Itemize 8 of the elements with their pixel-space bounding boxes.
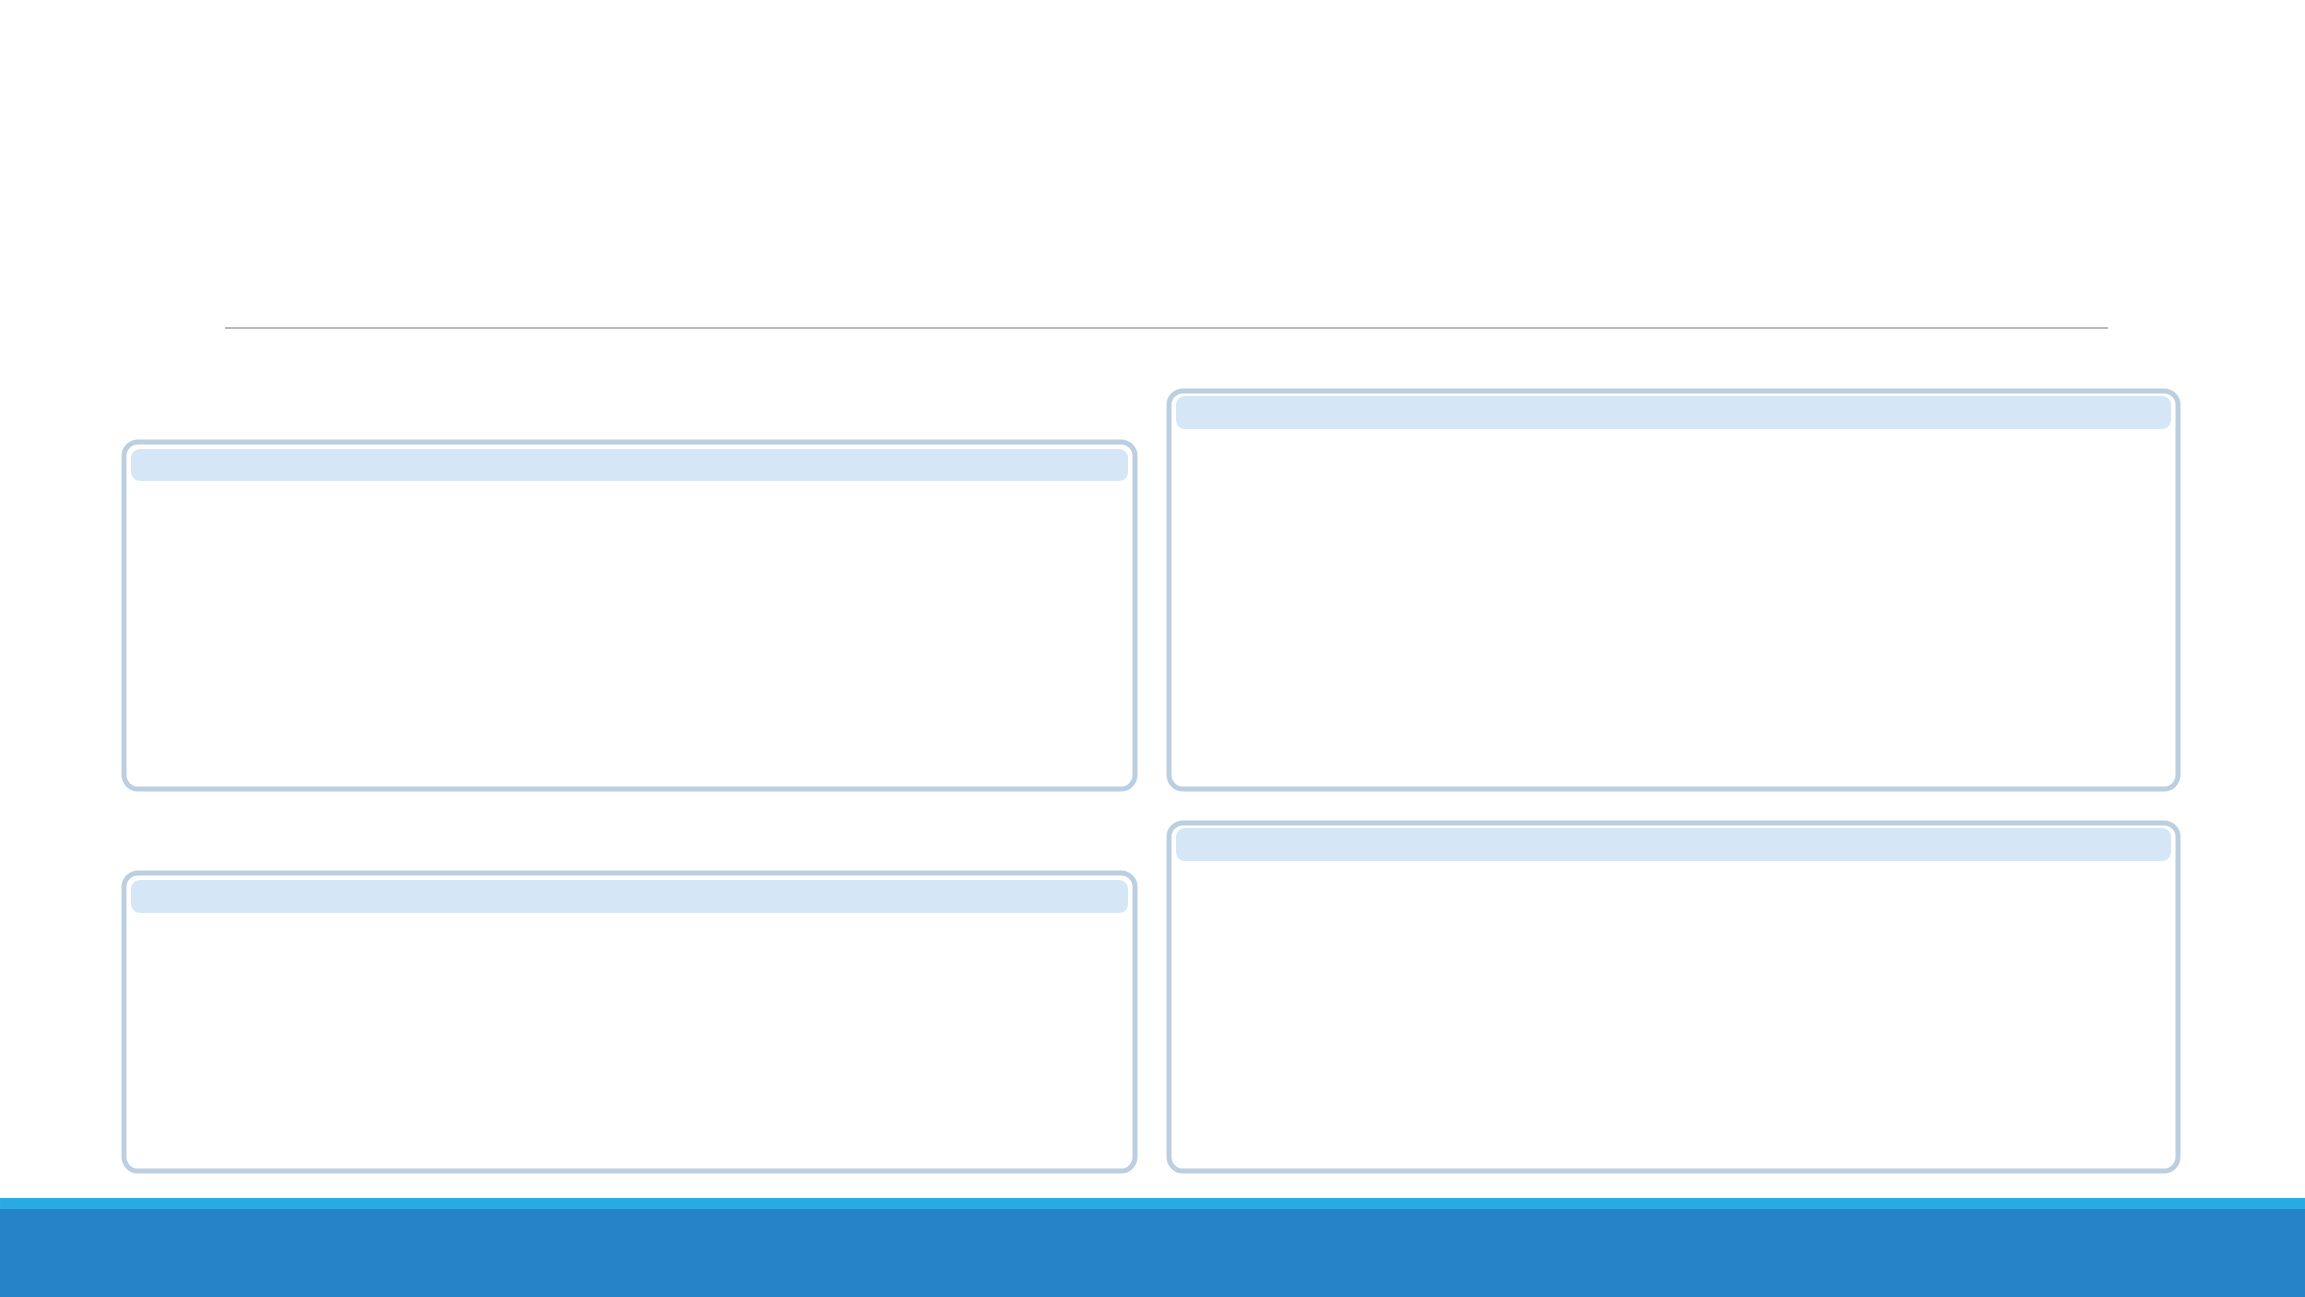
panel-header-bar (131, 880, 1128, 913)
panel-box (121, 439, 1138, 792)
panel-header-bar (1176, 396, 2171, 429)
panel-box (1166, 388, 2181, 792)
panel-box (121, 870, 1138, 1174)
panel-header-bar (131, 449, 1128, 481)
panel-header-bar (1176, 828, 2171, 861)
panel-box (1166, 820, 2181, 1174)
